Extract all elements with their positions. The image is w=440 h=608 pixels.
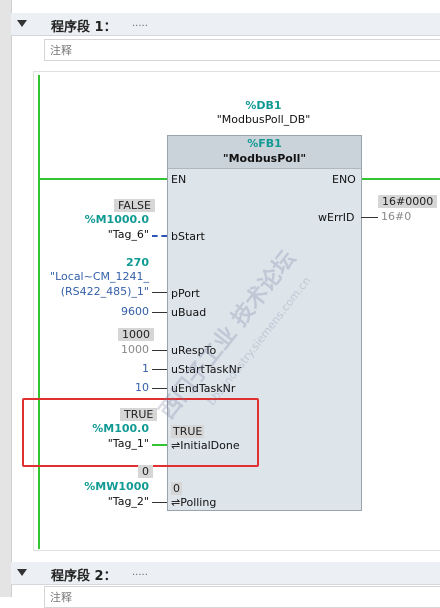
pin-bstart: bStart	[171, 230, 205, 243]
pin-pport: pPort	[171, 287, 200, 300]
network-1-comment[interactable]: 注释	[44, 39, 440, 61]
network-2-comment-text: 注释	[50, 591, 72, 604]
initialdone-symbol[interactable]: "Tag_1"	[107, 437, 149, 450]
pin-initialdone-label: InitialDone	[180, 439, 240, 452]
initialdone-connection	[152, 444, 167, 446]
pport-symbol-line1[interactable]: "Local~CM_1241_	[50, 270, 149, 283]
uendtasknr-value[interactable]: 10	[135, 381, 149, 394]
pport-symbol-line2[interactable]: (RS422_485)_1"	[60, 285, 149, 298]
uendtasknr-connection	[152, 388, 167, 389]
uresp-value[interactable]: 1000	[121, 343, 149, 356]
uresp-connection	[152, 350, 167, 351]
werrid-connection	[361, 217, 378, 218]
highlight-box	[22, 398, 259, 467]
ustarttasknr-connection	[152, 369, 167, 370]
pin-uendtasknr: uEndTaskNr	[171, 382, 236, 395]
bstart-symbol[interactable]: "Tag_6"	[107, 228, 149, 241]
polling-inout-value: 0	[171, 482, 182, 495]
ubuad-connection	[152, 312, 167, 313]
ubuad-value[interactable]: 9600	[121, 305, 149, 318]
pin-en: EN	[171, 173, 187, 186]
werrid-value[interactable]: 16#0	[381, 210, 412, 223]
pin-initialdone: ⇌InitialDone	[171, 439, 240, 452]
network-2-title-placeholder[interactable]: .....	[132, 567, 148, 578]
pin-ubuad: uBuad	[171, 306, 207, 319]
instance-db-address[interactable]: %DB1	[245, 99, 282, 112]
instance-db-name[interactable]: "ModbusPoll_DB"	[216, 113, 311, 126]
inout-arrows-icon: ⇌	[171, 439, 181, 452]
initialdone-monitor-value: TRUE	[120, 408, 158, 421]
network-1-header[interactable]: 程序段 1： .....	[11, 13, 440, 36]
collapse-triangle-icon[interactable]	[17, 569, 27, 576]
initialdone-address[interactable]: %M100.0	[92, 422, 149, 435]
network-2-title: 程序段 2：	[51, 569, 117, 584]
power-rail	[38, 75, 40, 549]
network-1-title-placeholder[interactable]: .....	[132, 18, 148, 29]
fb-address[interactable]: %FB1	[247, 137, 282, 150]
pport-connection	[152, 292, 167, 293]
bstart-monitor-value: FALSE	[114, 199, 155, 212]
collapse-triangle-icon[interactable]	[17, 20, 27, 27]
pin-werrid: wErrID	[318, 211, 355, 224]
left-gutter	[0, 0, 12, 597]
pin-polling: ⇌Polling	[171, 496, 216, 509]
network-2-comment[interactable]: 注释	[44, 586, 440, 608]
bstart-address[interactable]: %M1000.0	[84, 213, 149, 226]
werrid-monitor-value: 16#0000	[378, 195, 438, 208]
network-2-header[interactable]: 程序段 2： .....	[11, 562, 440, 585]
network-1-title: 程序段 1：	[51, 20, 117, 35]
pin-uresp: uRespTo	[171, 344, 217, 357]
fb-name[interactable]: "ModbusPoll"	[222, 152, 307, 165]
polling-monitor-value: 0	[138, 465, 153, 478]
bstart-connection	[152, 235, 167, 237]
eno-power-line	[361, 178, 440, 180]
inout-arrows-icon: ⇌	[171, 496, 181, 509]
uresp-monitor-value: 1000	[118, 328, 154, 341]
pin-ustarttasknr: uStartTaskNr	[171, 363, 242, 376]
en-power-line	[40, 178, 167, 180]
polling-address[interactable]: %MW1000	[84, 480, 149, 493]
ustarttasknr-value[interactable]: 1	[142, 362, 149, 375]
pport-value: 270	[126, 256, 149, 269]
pin-eno: ENO	[332, 173, 356, 186]
function-block-modbuspoll[interactable]: %FB1 "ModbusPoll"	[167, 135, 362, 511]
polling-connection	[152, 502, 167, 503]
function-block-header: %FB1 "ModbusPoll"	[168, 136, 361, 169]
pin-polling-label: Polling	[180, 496, 217, 509]
network-1-comment-text: 注释	[50, 44, 72, 57]
initialdone-inout-value: TRUE	[171, 425, 205, 438]
polling-symbol[interactable]: "Tag_2"	[107, 495, 149, 508]
